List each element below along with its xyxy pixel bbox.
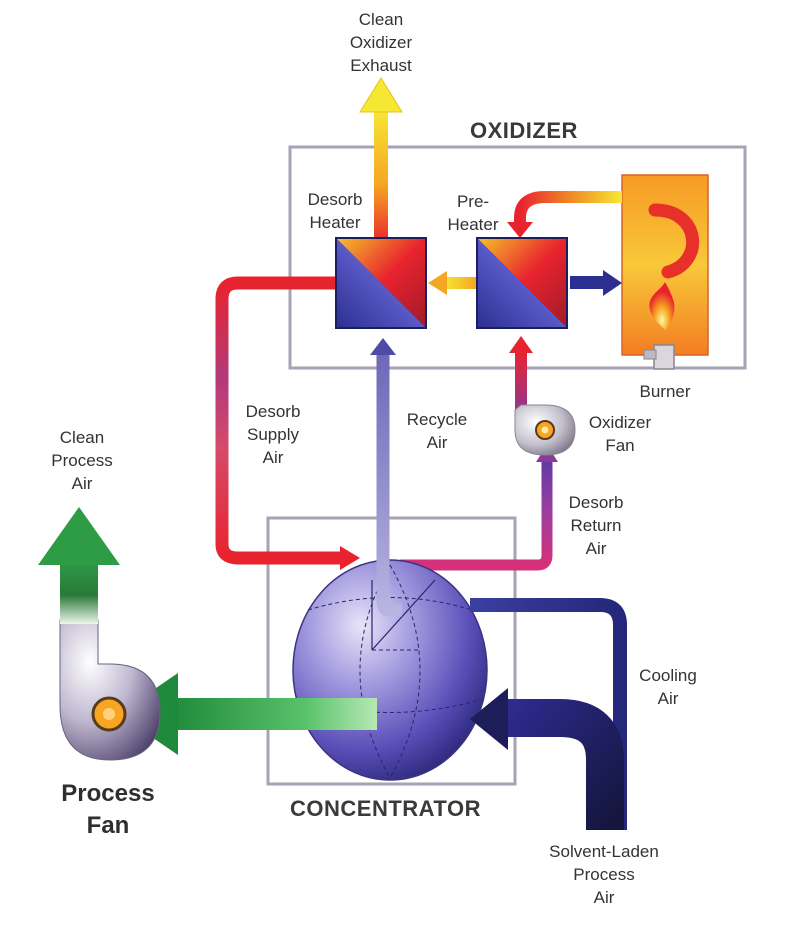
- pre-heater-label: Pre- Heater: [440, 190, 506, 236]
- exhaust-stack-duct: [374, 110, 388, 245]
- label-line: Clean: [358, 10, 404, 29]
- exhaust-arrow-head: [359, 77, 403, 113]
- oxidizer-title: OXIDIZER: [470, 118, 578, 143]
- desorb-supply-air-label: Desorb Supply Air: [238, 400, 308, 469]
- desorb-return-air-label: Desorb Return Air: [562, 491, 630, 560]
- label-line: Exhaust: [350, 56, 412, 75]
- label-line: Solvent-Laden: [549, 842, 659, 861]
- label-line: Process: [573, 865, 635, 884]
- label-line: Heater: [447, 215, 499, 234]
- desorb-heater-exchanger: [335, 237, 427, 329]
- flue-gas-loop: [514, 191, 622, 224]
- flue-gas-arrow-head: [507, 222, 533, 238]
- cooling-air-duct: [470, 598, 627, 830]
- concentrator-wheel: [292, 559, 488, 781]
- solvent-laden-process-air-label: Solvent-Laden Process Air: [542, 840, 666, 909]
- label-line: Process: [61, 780, 155, 807]
- label-line: Desorb: [245, 402, 301, 421]
- label-line: Heater: [309, 213, 361, 232]
- solvent-laden-air-arrow-head: [470, 688, 508, 750]
- label-line: Fan: [605, 436, 635, 455]
- oxidizer-fan-label: Oxidizer Fan: [580, 411, 660, 457]
- desorb-supply-duct: [215, 276, 345, 565]
- recycle-air-label: Recycle Air: [402, 408, 472, 454]
- burner-icon: [643, 344, 675, 370]
- concentrator-title: CONCENTRATOR: [290, 796, 481, 821]
- label-line: Air: [262, 448, 284, 467]
- label-line: Oxidizer: [349, 33, 413, 52]
- concentrator-frame: [266, 516, 517, 786]
- clean-air-horizontal-duct: [172, 698, 377, 730]
- label-line: Desorb: [307, 190, 363, 209]
- label-line: Recycle: [406, 410, 468, 429]
- label-line: Fan: [86, 812, 130, 839]
- burner-chamber: [621, 174, 709, 356]
- label-line: Air: [657, 689, 679, 708]
- oxidizer-fan-outlet-duct: [515, 350, 527, 418]
- process-fan-icon: [59, 619, 161, 761]
- cooling-air-label: Cooling Air: [630, 664, 706, 710]
- clean-oxidizer-exhaust-label: Clean Oxidizer Exhaust: [345, 8, 417, 77]
- label-line: Desorb: [568, 493, 624, 512]
- recycle-air-arrow-head: [370, 338, 396, 355]
- clean-air-vertical-arrow-head: [38, 507, 120, 565]
- label-line: Air: [426, 433, 448, 452]
- label-line: Burner: [639, 382, 691, 401]
- preheater-to-burner-arrow-head: [603, 270, 622, 296]
- solvent-laden-air-duct: [505, 699, 624, 830]
- oxidizer-fan-icon: [514, 404, 576, 456]
- clean-process-air-label: Clean Process Air: [46, 426, 118, 495]
- label-line: Air: [585, 539, 607, 558]
- desorb-supply-arrow-head: [340, 546, 360, 570]
- label-line: Process: [51, 451, 113, 470]
- recycle-air-duct: [376, 355, 402, 617]
- label-line: Clean: [59, 428, 105, 447]
- label-line: Supply: [247, 425, 299, 444]
- clean-air-vertical-duct: [60, 560, 98, 624]
- label-line: Return: [570, 516, 622, 535]
- label-line: Oxidizer: [588, 413, 652, 432]
- preheater-to-burner-duct: [570, 276, 606, 289]
- preheater-to-desorb-arrow-head: [428, 271, 447, 295]
- process-fan-label: Process Fan: [48, 778, 168, 842]
- label-line: Air: [71, 474, 93, 493]
- pre-heater-exchanger: [476, 237, 568, 329]
- label-line: Air: [593, 888, 615, 907]
- desorb-heater-label: Desorb Heater: [300, 188, 370, 234]
- oxidizer-fan-outlet-arrow-head: [509, 336, 533, 353]
- desorb-return-duct: [400, 455, 553, 571]
- preheater-to-desorb-duct: [444, 277, 476, 289]
- label-line: Cooling: [639, 666, 697, 685]
- label-line: Pre-: [456, 192, 490, 211]
- burner-label: Burner: [630, 380, 700, 403]
